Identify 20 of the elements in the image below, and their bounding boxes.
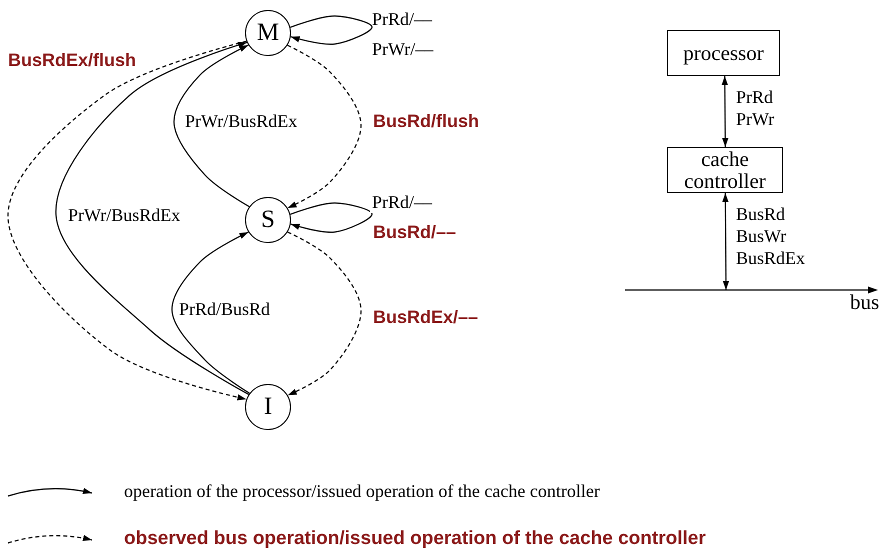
transition-arrow: [287, 231, 362, 396]
transition-arrow: [722, 76, 728, 147]
transition-arrow: [722, 193, 730, 290]
edge-label: PrRd/–– PrWr/––: [371, 8, 434, 61]
bus-line: [625, 284, 878, 296]
transition-arrow: [287, 44, 362, 209]
cache-controller-box: cache controller: [667, 147, 783, 193]
legend-text: observed bus operation/issued operation of the cache controller: [124, 528, 706, 550]
state-circle: I: [245, 384, 291, 430]
self-loop-arrow: [290, 202, 373, 233]
transition-arrow: [55, 42, 250, 395]
legend-text: operation of the processor/issued operation of the cache controller: [124, 481, 600, 502]
state-circle: M: [245, 10, 291, 56]
self-loop-arrow: [290, 15, 373, 45]
transition-arrow: [173, 44, 250, 208]
state-circle: S: [245, 197, 291, 243]
transition-arrow: [7, 40, 247, 400]
bus-label: bus: [849, 291, 880, 313]
transition-arrow: [171, 232, 250, 394]
processor-box: processor: [667, 30, 780, 76]
